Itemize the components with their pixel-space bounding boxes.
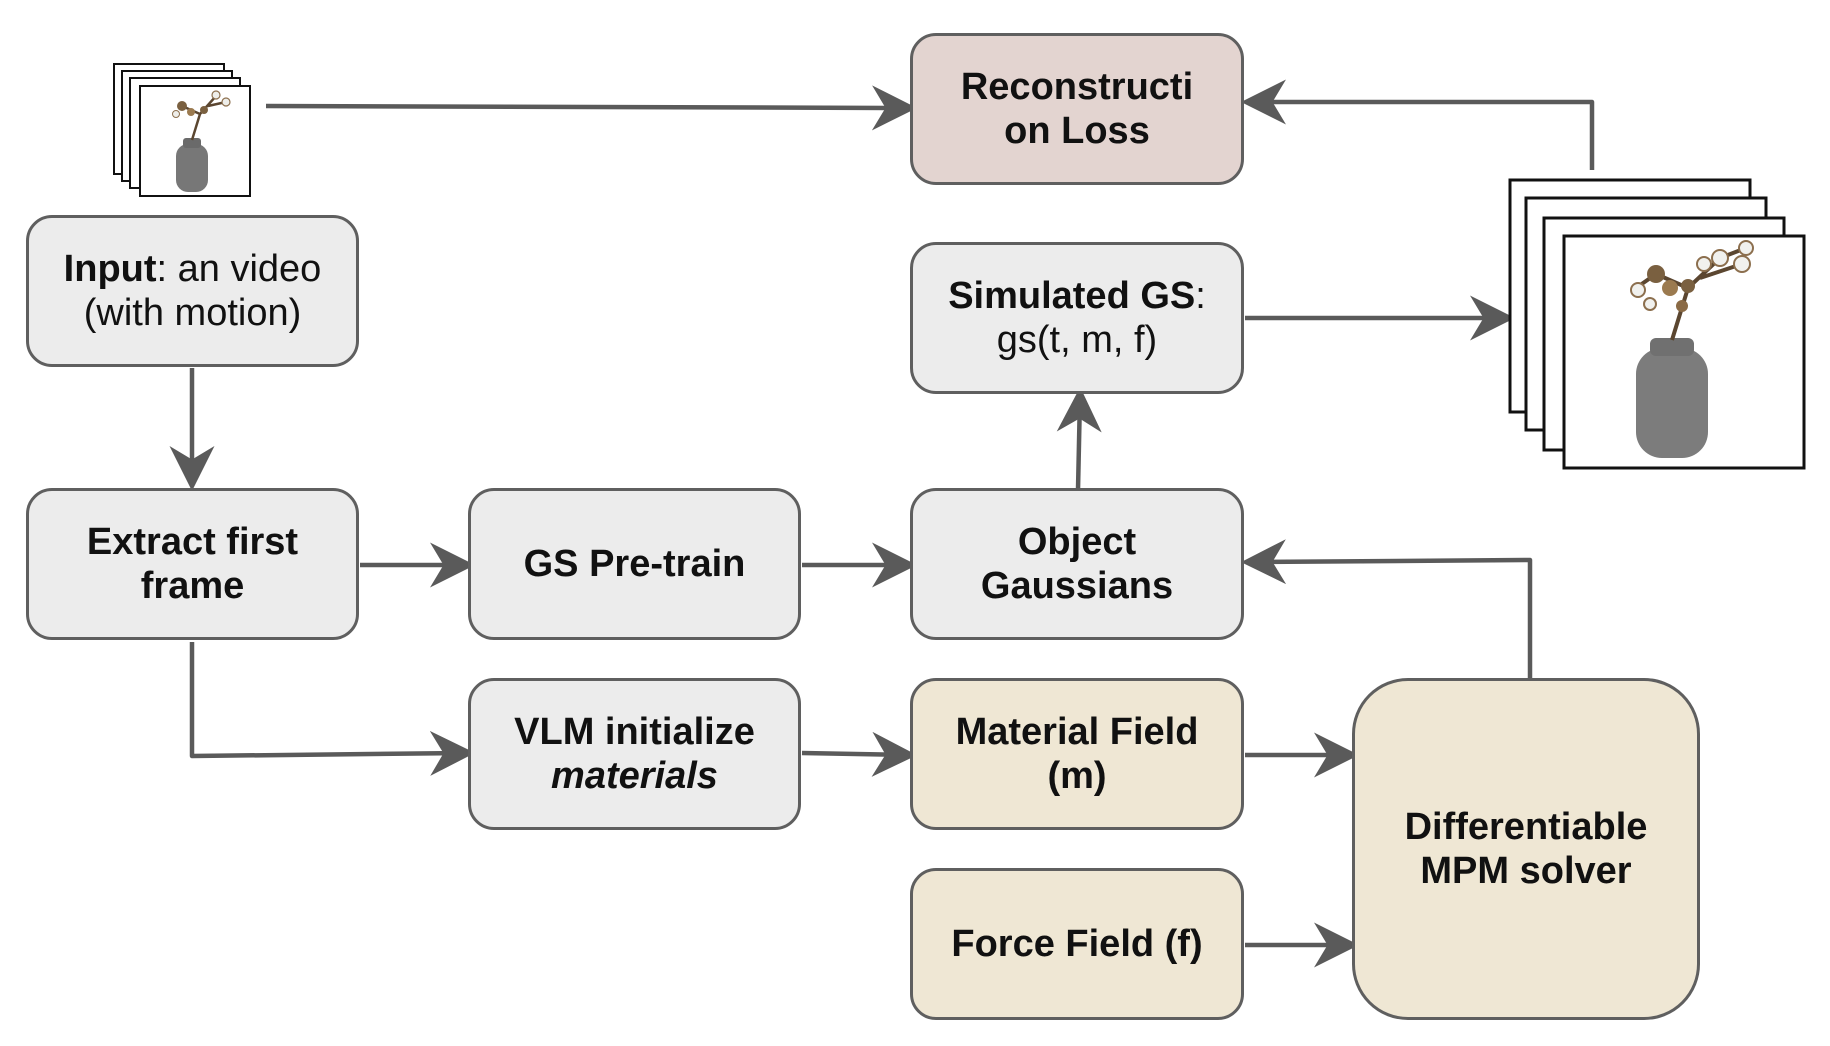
- input-node-bold: Input: [63, 247, 157, 290]
- material-field-label: Material Field (m): [955, 710, 1199, 797]
- object-gaussians-label: Object Gaussians: [980, 520, 1174, 607]
- input-node-rest: : an video (with motion): [83, 247, 322, 334]
- vlm-initialize-line1: VLM initialize: [514, 710, 755, 753]
- arrow-input-to-loss: [265, 85, 917, 131]
- force-field-node: Force Field (f): [910, 868, 1244, 1020]
- extract-first-frame-label: Extract first frame: [86, 520, 299, 607]
- video-frames-icon: [1508, 178, 1806, 470]
- reconstruction-loss-label: Reconstructi on Loss: [960, 65, 1194, 152]
- arrow-object-to-simulated: [1056, 387, 1102, 491]
- mpm-solver-node: Differentiable MPM solver: [1352, 678, 1700, 1020]
- force-field-label: Force Field (f): [951, 922, 1203, 965]
- video-frames-icon: [113, 63, 251, 197]
- simulated-gs-node: Simulated GS: gs(t, m, f): [910, 242, 1244, 394]
- gs-pretrain-node: GS Pre-train: [468, 488, 801, 640]
- extract-first-frame-node: Extract first frame: [26, 488, 359, 640]
- output-frames-image: [1506, 178, 1806, 478]
- vlm-initialize-node: VLM initialize materials: [468, 678, 801, 830]
- arrow-vlm-to-material: [801, 731, 917, 777]
- arrow-mpm-to-object: [1241, 539, 1533, 678]
- arrow-extract-to-vlm: [189, 642, 475, 776]
- arrow-output-to-loss: [1241, 79, 1595, 170]
- vlm-initialize-line2: materials: [551, 755, 718, 797]
- object-gaussians-node: Object Gaussians: [910, 488, 1244, 640]
- gs-pretrain-label: GS Pre-train: [523, 542, 746, 585]
- input-frames-image: [112, 62, 254, 198]
- reconstruction-loss-node: Reconstructi on Loss: [910, 33, 1244, 185]
- input-node: Input: an video (with motion): [26, 215, 359, 367]
- mpm-solver-label: Differentiable MPM solver: [1404, 805, 1648, 892]
- material-field-node: Material Field (m): [910, 678, 1244, 830]
- simulated-gs-rest: : gs(t, m, f): [996, 274, 1206, 361]
- simulated-gs-bold: Simulated GS: [948, 274, 1196, 317]
